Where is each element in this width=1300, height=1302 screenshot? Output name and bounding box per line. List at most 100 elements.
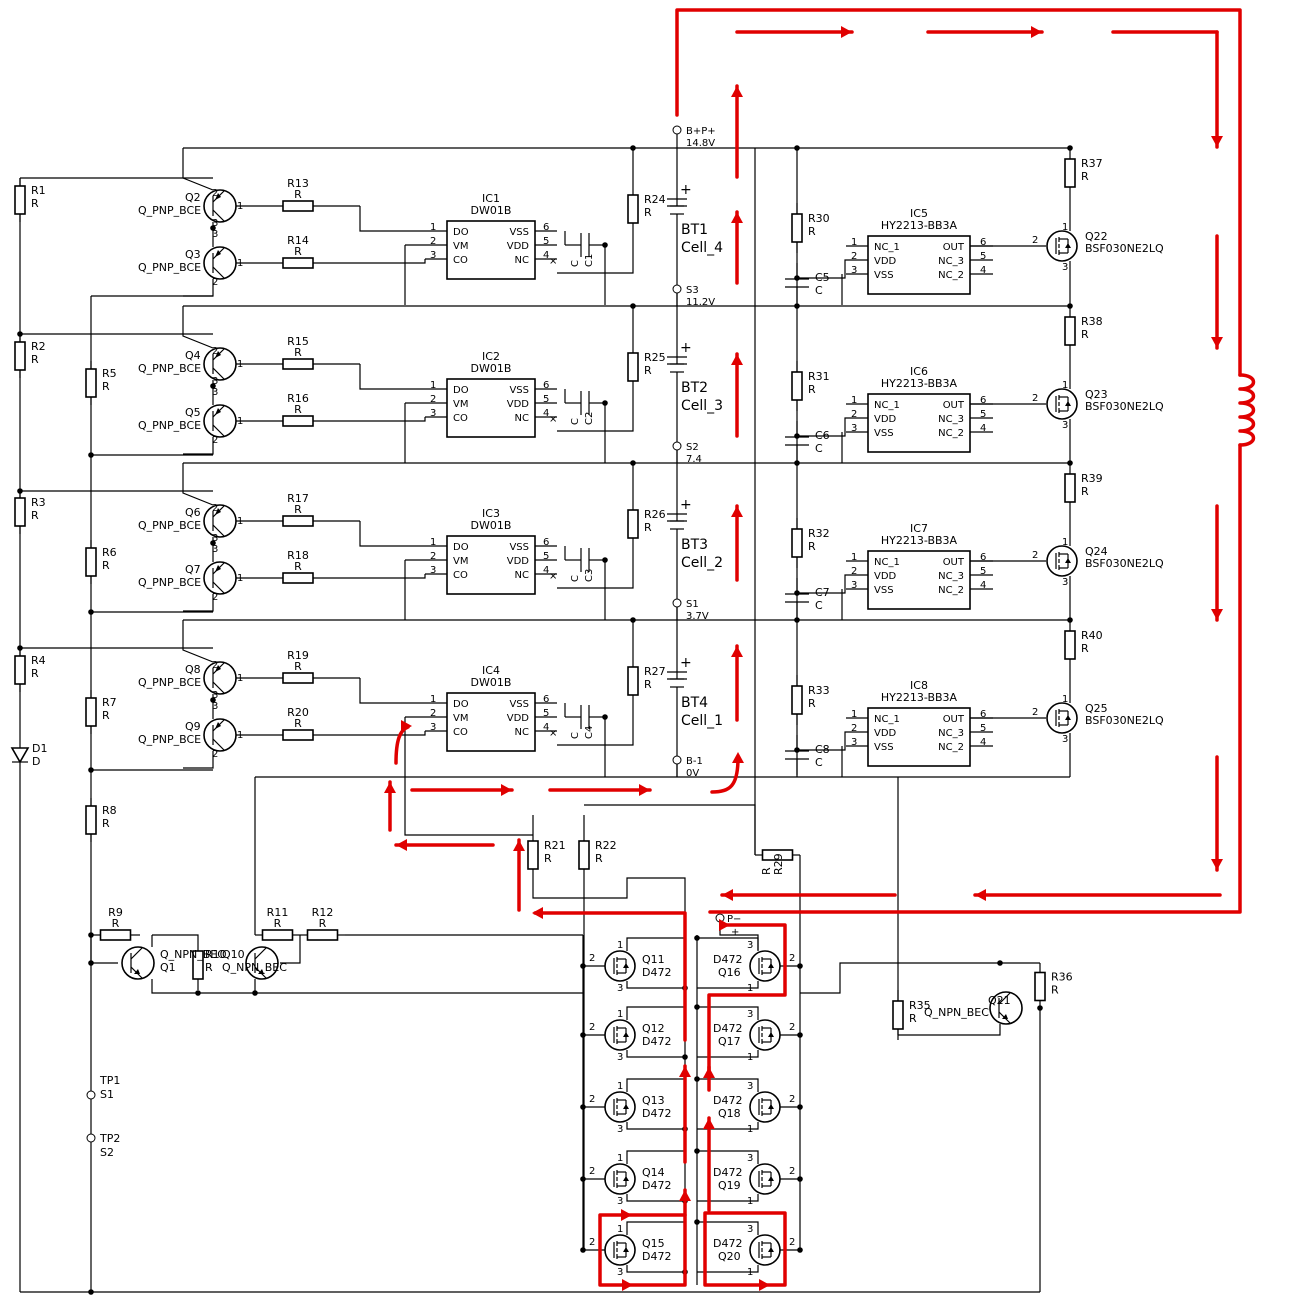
battery-name: Cell_4 — [681, 240, 723, 256]
npn-label: Q_NPN_BEC — [160, 948, 225, 961]
pin-num: 3 — [212, 218, 218, 229]
junction-dot — [1037, 1005, 1043, 1011]
mid-resistor-value: R — [102, 817, 110, 830]
mosfet-diode — [768, 1176, 774, 1181]
do-wire — [359, 364, 425, 390]
pin-num: 3 — [747, 1153, 753, 1164]
mosfet-ref: Q12 — [642, 1022, 665, 1035]
ic-part: DW01B — [471, 676, 512, 689]
resistor-r29-ref: R29 — [772, 853, 785, 875]
flow-arrow-head — [731, 354, 743, 365]
fet-ref: Q23 — [1085, 388, 1108, 401]
fet-ref: Q22 — [1085, 230, 1108, 243]
resistor-r21-ref: R21 — [544, 839, 566, 852]
transistor-arrow — [215, 408, 221, 415]
resistor-r11-value: R — [274, 917, 282, 930]
resistor-r21-value: R — [544, 852, 552, 865]
pnp-part: Q_PNP_BCE — [138, 733, 201, 746]
balance-resistor — [791, 685, 803, 715]
resistor-r22-value: R — [595, 852, 603, 865]
gate-resistor — [1064, 158, 1076, 188]
base-resistor-ref: R16 — [287, 392, 309, 405]
ic-pin-num: 4 — [980, 423, 986, 434]
battery-name: Cell_1 — [681, 713, 723, 729]
gate-resistor — [1064, 473, 1076, 503]
ic-pin-name: NC_1 — [874, 557, 900, 568]
mosfet-source — [626, 1050, 685, 1058]
balance-resistor-ref: R32 — [808, 527, 830, 540]
balance-mosfet — [1046, 388, 1078, 420]
do-wire — [359, 521, 425, 547]
pin-num: 3 — [1062, 262, 1068, 273]
flow-curve — [710, 756, 740, 794]
pin-num: 1 — [237, 258, 243, 269]
mosfet-drain-r — [697, 1006, 759, 1020]
top-resistor-ref: R24 — [644, 193, 666, 206]
pnp-emitter — [182, 148, 214, 191]
flow-arrow-head — [1211, 859, 1223, 870]
resistor-r9-value: R — [112, 917, 120, 930]
mosfet-part: D472 — [642, 966, 671, 979]
ic-pin-num: 3 — [851, 737, 857, 748]
ic-pin-num: 4 — [980, 265, 986, 276]
transistor-lead — [212, 266, 225, 279]
battery-ref: BT4 — [681, 695, 708, 711]
pnp-part: Q_PNP_BCE — [138, 362, 201, 375]
pin-num: 1 — [747, 1124, 753, 1135]
tp1-ref: TP1 — [99, 1074, 120, 1087]
vdd-wire — [797, 731, 846, 751]
flow-arrow-head — [384, 782, 396, 793]
mosfet-source-r — [697, 1050, 759, 1058]
battery-ref: BT3 — [681, 537, 708, 553]
ic-pin-num: 4 — [543, 722, 549, 733]
pin-num: 3 — [212, 701, 218, 712]
pin-num: 1 — [237, 201, 243, 212]
resistor-r36-ref: R36 — [1051, 971, 1073, 984]
ic-pin-num: 3 — [851, 580, 857, 591]
junction-dot — [794, 617, 800, 623]
resistor-r11-ref: R11 — [267, 906, 289, 919]
junction-dot — [794, 460, 800, 466]
mosfet-diode — [623, 1176, 629, 1181]
flow-arrow-head — [1211, 136, 1223, 147]
q1-e — [151, 979, 583, 994]
mosfet-drain — [626, 937, 685, 951]
ic-pin-num: 5 — [980, 723, 986, 734]
mosfet-right — [749, 1091, 781, 1123]
base-resistor-ref: R15 — [287, 335, 309, 348]
junction-dot — [630, 303, 636, 309]
resistor-r35-value: R — [909, 1012, 917, 1025]
pin-num: 2 — [789, 1166, 795, 1177]
ic-ref: IC1 — [482, 192, 500, 205]
junction-dot — [1067, 460, 1073, 466]
ic-pin-num: 2 — [430, 551, 436, 562]
base-resistor-ref: R19 — [287, 649, 309, 662]
mosfet-ref: Q18 — [718, 1107, 741, 1120]
pin-num: 1 — [617, 1081, 623, 1092]
pin-num: 1 — [237, 730, 243, 741]
left-resistor-ref: R1 — [31, 184, 46, 197]
flow-arrow-head — [703, 1118, 715, 1129]
top-resistor-value: R — [644, 521, 652, 534]
top-resistor-ref: R27 — [644, 665, 666, 678]
cap-ref: C5 — [815, 271, 830, 284]
ic-pin-num: 6 — [543, 694, 549, 705]
cap-ref: C8 — [815, 743, 830, 756]
mid-resistor-ref: R5 — [102, 367, 117, 380]
ic-pin-name: NC — [515, 570, 529, 581]
gate-resistor-value: R — [1081, 328, 1089, 341]
ic-pin-num: 1 — [851, 709, 857, 720]
cap-value: C — [815, 284, 823, 297]
junction-dot — [580, 1247, 586, 1253]
transistor-lead — [212, 424, 225, 437]
pin-num: 3 — [747, 940, 753, 951]
mosfet-part: D472 — [713, 1022, 742, 1035]
pin-num: 3 — [617, 1196, 623, 1207]
battery-name: Cell_3 — [681, 398, 723, 414]
resistor-r29 — [761, 849, 794, 861]
junction-dot — [1067, 617, 1073, 623]
ic-ref: IC3 — [482, 507, 500, 520]
flow-arrow-head — [731, 212, 743, 223]
flow-path — [703, 1211, 787, 1287]
